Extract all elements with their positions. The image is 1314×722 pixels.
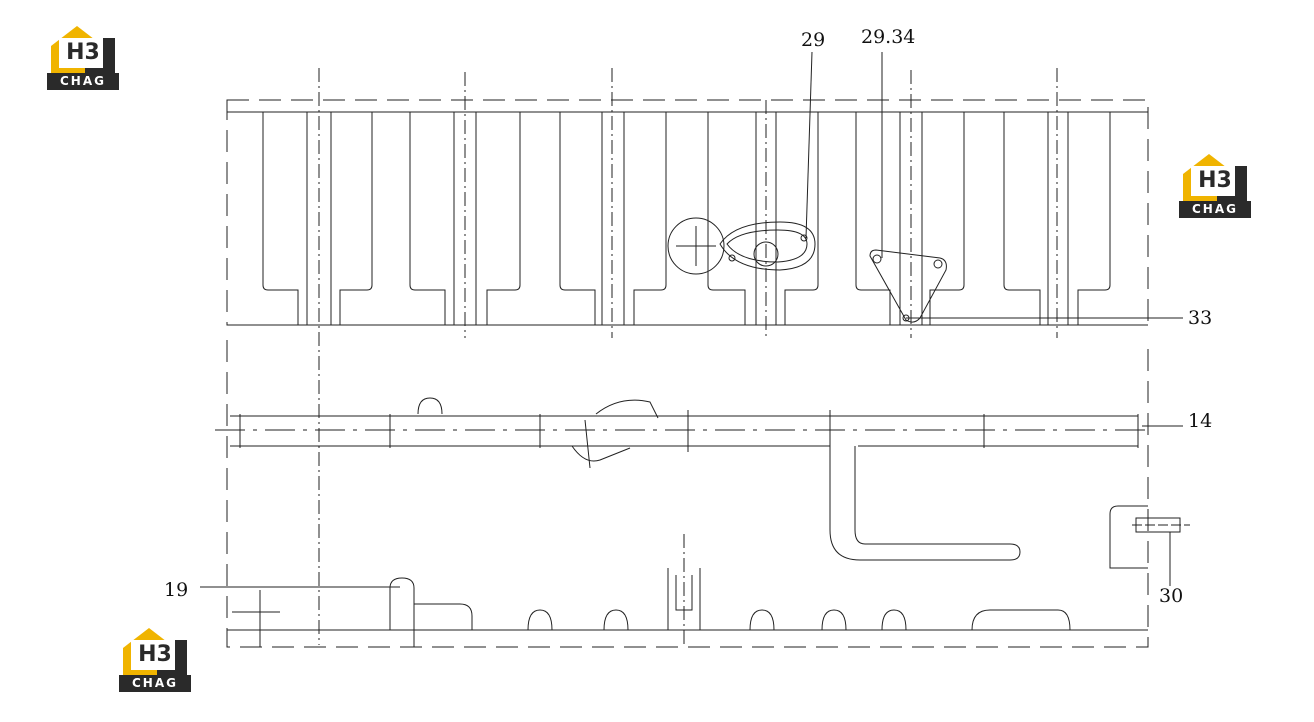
logo-bottom-left: H3 CHAG [119, 626, 191, 692]
oil-tube [215, 397, 1150, 561]
logo-mark-icon [51, 26, 115, 73]
cover-plate-2934 [869, 249, 947, 323]
bottom-bosses [227, 534, 1148, 647]
flange-29 [667, 217, 816, 275]
bay-walls [262, 112, 1111, 325]
logo-mark-icon [123, 628, 187, 675]
callout-30: 30 [1159, 585, 1184, 607]
logo-mark-icon [1183, 154, 1247, 201]
fitting-30 [1109, 505, 1190, 569]
upper-block-outline [226, 99, 1149, 326]
leader-lines [200, 51, 1183, 588]
sump-outline [226, 340, 1149, 648]
logo-right: H3 CHAG [1179, 152, 1251, 218]
callout-29: 29 [801, 29, 826, 51]
logo-text: CHAG [1179, 201, 1251, 218]
logo-mark-label: H3 [138, 642, 172, 667]
logo-top-left: H3 CHAG [47, 24, 119, 90]
logo-mark-label: H3 [66, 40, 100, 65]
logo-text: CHAG [119, 675, 191, 692]
logo-mark-label: H3 [1198, 168, 1232, 193]
callout-33: 33 [1188, 307, 1213, 329]
logo-text: CHAG [47, 73, 119, 90]
callout-14: 14 [1188, 410, 1213, 432]
center-lines [318, 68, 1058, 645]
callout-2934: 29.34 [861, 26, 916, 48]
callout-19: 19 [164, 579, 189, 601]
